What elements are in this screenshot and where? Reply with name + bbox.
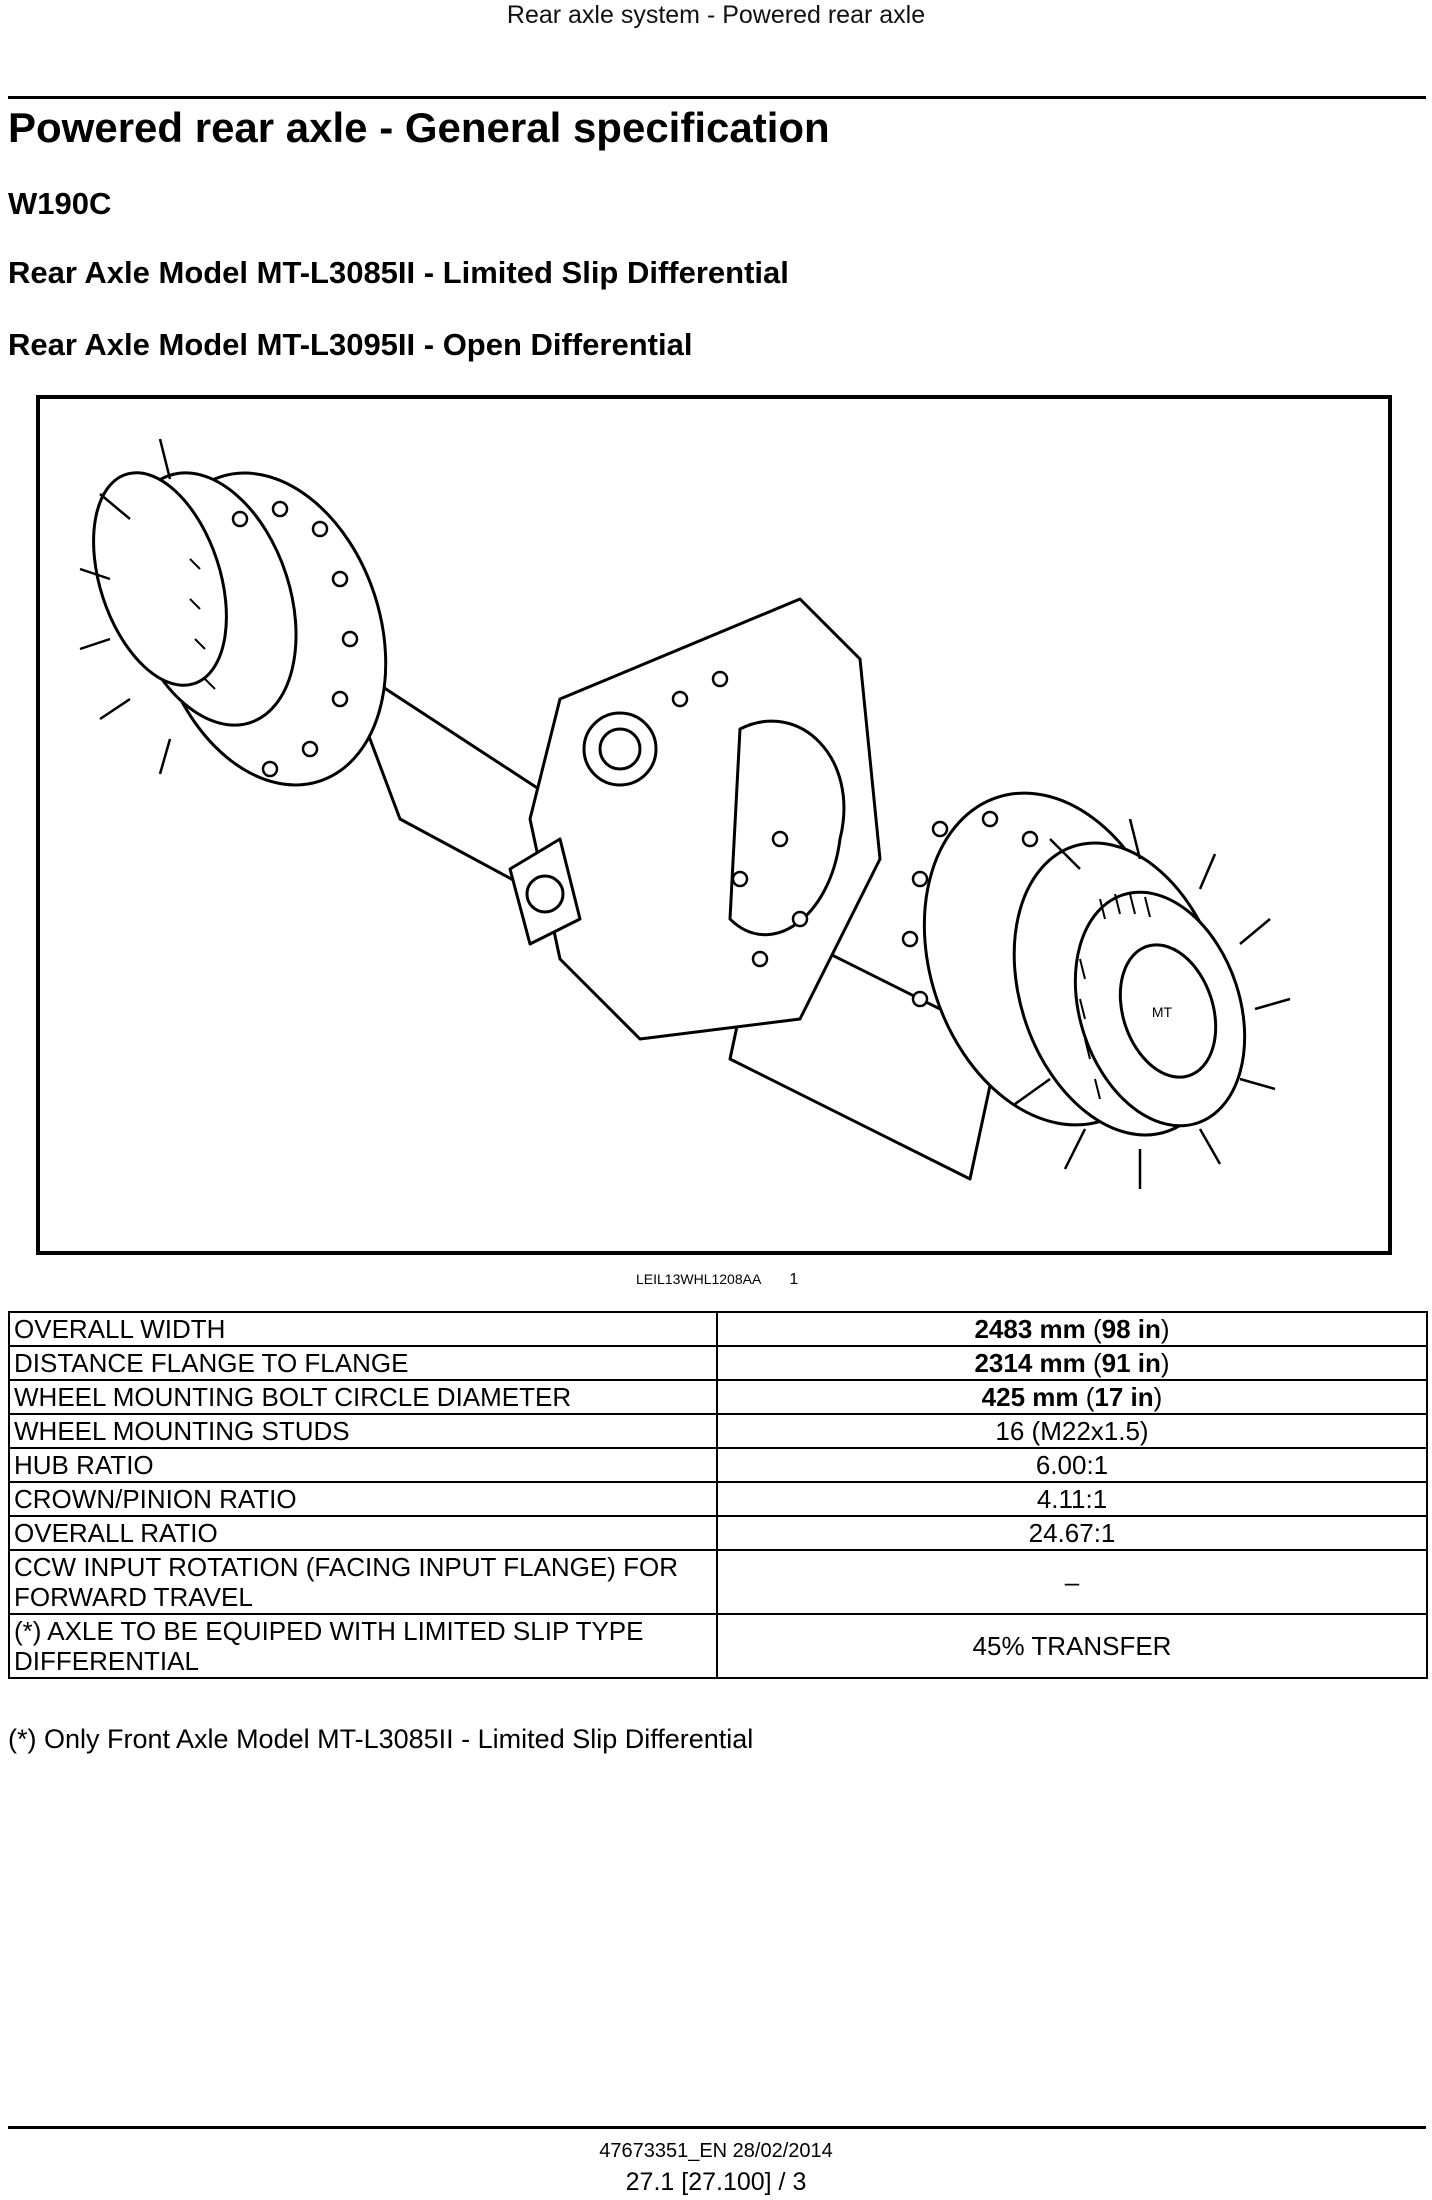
- paren-close: ): [1160, 1348, 1170, 1378]
- spec-metric-value: 2314 mm: [974, 1348, 1086, 1378]
- spec-label: WHEEL MOUNTING BOLT CIRCLE DIAMETER: [8, 1379, 718, 1415]
- spec-value: –: [716, 1549, 1428, 1615]
- footnote: (*) Only Front Axle Model MT-L3085II - L…: [8, 1724, 754, 1754]
- spec-value: 4.11:1: [716, 1481, 1428, 1517]
- spec-metric-value: 2483 mm: [974, 1314, 1086, 1344]
- page-title: Powered rear axle - General specificatio…: [8, 104, 830, 151]
- footer-rule: [8, 2126, 1426, 2129]
- spec-label: CCW INPUT ROTATION (FACING INPUT FLANGE)…: [8, 1549, 718, 1615]
- spec-value: 6.00:1: [716, 1447, 1428, 1483]
- spec-value: 425 mm (17 in): [716, 1379, 1428, 1415]
- spec-imperial-value: 91 in: [1101, 1348, 1161, 1378]
- spec-label: DISTANCE FLANGE TO FLANGE: [8, 1345, 718, 1381]
- spec-metric-value: 425 mm: [981, 1382, 1079, 1412]
- paren-close: ): [1160, 1314, 1170, 1344]
- running-header: Rear axle system - Powered rear axle: [506, 1, 926, 29]
- spec-value: 16 (M22x1.5): [716, 1413, 1428, 1449]
- document-id: 47673351_EN 28/02/2014: [599, 2140, 833, 2162]
- machine-model: W190C: [8, 186, 112, 221]
- spec-label: WHEEL MOUNTING STUDS: [8, 1413, 718, 1449]
- subtitle-limited-slip: Rear Axle Model MT-L3085II - Limited Sli…: [8, 255, 789, 290]
- figure-number: 1: [789, 1271, 799, 1288]
- spec-label: CROWN/PINION RATIO: [8, 1481, 718, 1517]
- paren-open: (: [1085, 1348, 1102, 1378]
- rear-axle-drawing: MT: [79, 438, 1291, 1189]
- spec-value: 45% TRANSFER: [716, 1613, 1428, 1679]
- spec-value: 24.67:1: [716, 1515, 1428, 1551]
- spec-imperial-value: 98 in: [1101, 1314, 1161, 1344]
- figure-caption: LEIL13WHL1208AA 1: [636, 1271, 798, 1289]
- svg-text:MT: MT: [1152, 1004, 1173, 1020]
- page-reference: 27.1 [27.100] / 3: [625, 2168, 807, 2196]
- spec-label: OVERALL WIDTH: [8, 1311, 718, 1347]
- spec-value: 2483 mm (98 in): [716, 1311, 1428, 1347]
- subtitle-open-diff: Rear Axle Model MT-L3095II - Open Differ…: [8, 327, 693, 362]
- spec-label: (*) AXLE TO BE EQUIPED WITH LIMITED SLIP…: [8, 1613, 718, 1679]
- spec-label: OVERALL RATIO: [8, 1515, 718, 1551]
- spec-value: 2314 mm (91 in): [716, 1345, 1428, 1381]
- spec-label: HUB RATIO: [8, 1447, 718, 1483]
- figure-code: LEIL13WHL1208AA: [636, 1271, 762, 1287]
- header-rule: [8, 96, 1426, 99]
- spec-imperial-value: 17 in: [1094, 1382, 1154, 1412]
- paren-open: (: [1085, 1314, 1102, 1344]
- paren-close: ): [1153, 1382, 1163, 1412]
- spec-row: (*) AXLE TO BE EQUIPED WITH LIMITED SLIP…: [8, 1613, 1428, 1679]
- paren-open: (: [1078, 1382, 1095, 1412]
- spec-row: CCW INPUT ROTATION (FACING INPUT FLANGE)…: [8, 1549, 1428, 1615]
- axle-illustration: MT: [36, 395, 1392, 1255]
